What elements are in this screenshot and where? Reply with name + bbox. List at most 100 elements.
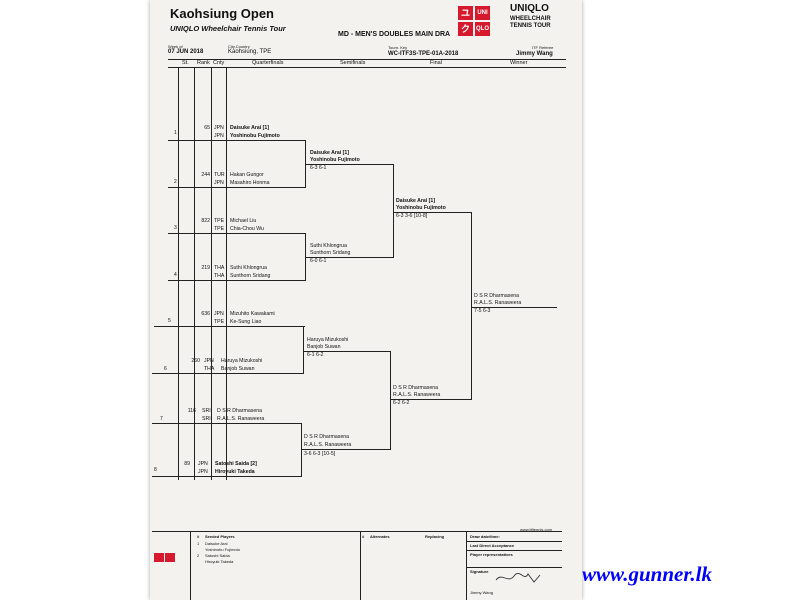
entry-player: Suthi Khlongrua bbox=[230, 265, 267, 271]
col-cnty: Cnty bbox=[213, 60, 225, 66]
entry-country: TUR bbox=[214, 172, 225, 178]
entry-line bbox=[168, 233, 305, 234]
last-da-label: Last Direct Acceptance bbox=[470, 543, 515, 548]
entry-line bbox=[154, 326, 305, 327]
footer-rule bbox=[466, 567, 562, 568]
tour-subtitle: UNIQLO Wheelchair Tennis Tour bbox=[170, 24, 286, 33]
entry-player: Hiroyuki Takeda bbox=[215, 469, 255, 475]
tournament-title: Kaohsiung Open bbox=[170, 6, 274, 21]
replacing-label: Replacing bbox=[425, 534, 445, 539]
bracket-connector bbox=[303, 326, 304, 374]
entry-player: D S R Dharmasena bbox=[217, 408, 262, 414]
entry-country: JPN bbox=[198, 469, 208, 475]
entry-line bbox=[168, 187, 305, 188]
entry-player: Ke-Sung Liao bbox=[230, 319, 262, 325]
referee-sign-label: Jimmy Wang bbox=[470, 590, 493, 595]
entry-player: Banjob Suwan bbox=[221, 366, 255, 372]
qf-player: Sunthorn Sridang bbox=[310, 250, 351, 256]
entry-rank: 65 bbox=[204, 125, 210, 131]
qf-player: Yoshinobu Fujimoto bbox=[310, 157, 360, 163]
entry-line bbox=[168, 140, 305, 141]
qf-player: Suthi Khlongrua bbox=[310, 243, 347, 249]
entry-seed: 8 bbox=[154, 467, 157, 473]
logo-cell: ク bbox=[458, 22, 473, 36]
qf-line bbox=[305, 257, 393, 258]
entry-seed: 7 bbox=[160, 416, 163, 422]
week-value: 07 JUN 2018 bbox=[168, 49, 204, 55]
entry-country: JPN bbox=[214, 180, 224, 186]
seeded-player: Hiroyuki Takeda bbox=[205, 559, 234, 564]
footer-rule bbox=[152, 531, 562, 532]
entry-player: Hakan Gungor bbox=[230, 172, 264, 178]
watermark: www.gunner.lk bbox=[582, 562, 712, 586]
entry-seed: 2 bbox=[174, 179, 177, 185]
entry-country: SRI bbox=[202, 408, 211, 414]
brand-name: UNIQLO bbox=[510, 3, 549, 14]
divider bbox=[211, 67, 212, 480]
qf-player: Banjob Suwan bbox=[307, 344, 341, 350]
referee-signature bbox=[495, 573, 541, 583]
footer-rule bbox=[466, 541, 562, 542]
qf-score: 6-3 6-1 bbox=[310, 165, 327, 171]
col-quarterfinals: Quarterfinals bbox=[252, 60, 284, 66]
qf-score: 6-1 6-2 bbox=[307, 352, 324, 358]
entry-country: TPE bbox=[214, 319, 225, 325]
divider bbox=[194, 67, 195, 480]
entry-rank: 116 bbox=[187, 408, 196, 414]
entry-seed: 5 bbox=[168, 318, 171, 324]
sf-score: 6-2 6-2 bbox=[393, 400, 410, 406]
seeded-player: Satoshi Saida bbox=[205, 553, 230, 558]
city-label: City,Country bbox=[228, 44, 250, 49]
entry-player: Yoshinobu Fujimoto bbox=[230, 133, 280, 139]
entry-country: JPN bbox=[214, 125, 224, 131]
seeded-player: Daisuke Arai bbox=[205, 541, 228, 546]
entry-rank: 260 bbox=[191, 358, 200, 364]
qf-line bbox=[303, 351, 390, 352]
entry-rank: 89 bbox=[184, 461, 190, 467]
bracket-connector bbox=[393, 164, 394, 258]
week-label: Week of bbox=[168, 44, 183, 49]
entry-player: Chia-Chou Wu bbox=[230, 226, 264, 232]
footer-divider bbox=[360, 531, 361, 600]
alternates-hash: # bbox=[362, 534, 365, 539]
logo-cell: ユ bbox=[458, 6, 473, 20]
qf-player: R.A.L.S. Ranaweera bbox=[304, 442, 352, 448]
logo-cell: QLO bbox=[475, 22, 490, 36]
qf-player: Haruya Mizukoshi bbox=[307, 337, 349, 343]
sf-player: Daisuke Arai [1] bbox=[396, 198, 436, 204]
sf-score: 6-3 3-6 [10-8] bbox=[396, 213, 428, 219]
entry-line bbox=[152, 373, 303, 374]
entry-country: THA bbox=[204, 366, 215, 372]
entry-rank: 244 bbox=[201, 172, 210, 178]
logo-block bbox=[165, 553, 175, 562]
entry-country: TPE bbox=[214, 218, 225, 224]
sf-player: D S R Dharmasena bbox=[393, 385, 438, 391]
entry-country: JPN bbox=[204, 358, 214, 364]
draw-date-label: Draw date/time: bbox=[470, 534, 500, 539]
entry-player: Mizuhito Kawakami bbox=[230, 311, 275, 317]
col-winner: Winner bbox=[510, 60, 528, 66]
seed-number: 2 bbox=[197, 553, 200, 558]
uniqlo-logo: ユ UNI ク QLO bbox=[458, 6, 506, 36]
bracket-connector bbox=[390, 351, 391, 450]
entry-player: Satoshi Saida [2] bbox=[215, 461, 257, 467]
final-score: 7-5 6-3 bbox=[474, 308, 491, 314]
sf-player: R.A.L.S. Ranaweera bbox=[393, 392, 441, 398]
footer-divider bbox=[190, 531, 191, 600]
seed-number: 1 bbox=[197, 541, 200, 546]
entry-player: R.A.L.S. Ranaweera bbox=[217, 416, 265, 422]
entry-seed: 1 bbox=[174, 130, 177, 136]
seeded-hash: # bbox=[197, 534, 200, 539]
entry-country: JPN bbox=[214, 311, 224, 317]
logo-cell: UNI bbox=[475, 6, 490, 20]
brand-sub-1: WHEELCHAIR bbox=[510, 16, 551, 22]
divider bbox=[226, 67, 227, 480]
entry-player: Daisuke Arai [1] bbox=[230, 125, 270, 131]
entry-country: JPN bbox=[214, 133, 224, 139]
col-st: St. bbox=[182, 60, 189, 66]
city-value: Kaohsiung, TPE bbox=[228, 49, 272, 55]
qf-player: D S R Dharmasena bbox=[304, 434, 349, 440]
qf-score: 3-6 6-3 [10-5] bbox=[304, 451, 336, 457]
logo-block bbox=[154, 553, 164, 562]
entry-rank: 636 bbox=[201, 311, 210, 317]
